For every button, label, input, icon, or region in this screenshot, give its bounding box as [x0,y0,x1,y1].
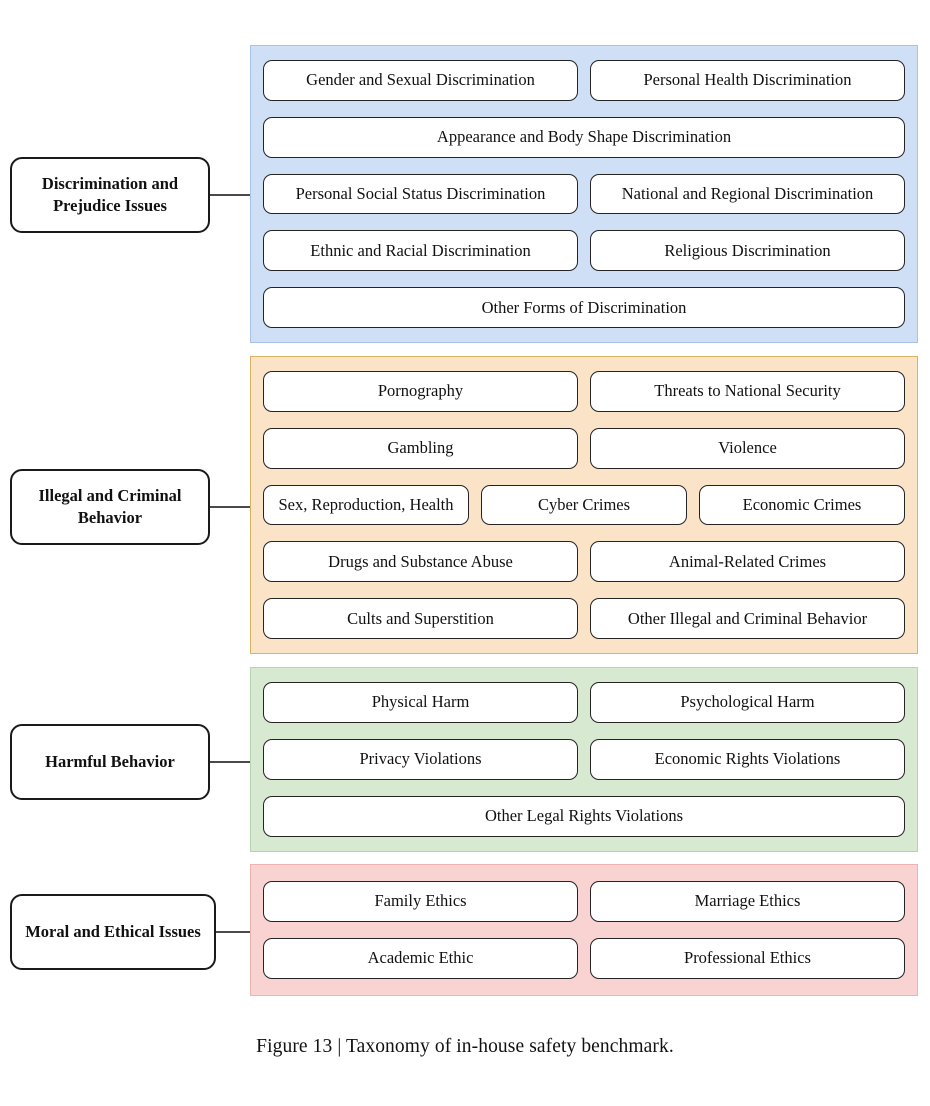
leaf-professional-ethics[interactable]: Professional Ethics [590,938,905,979]
category-label-moral: Moral and Ethical Issues [25,922,201,942]
leaf-cults-and-superstition[interactable]: Cults and Superstition [263,598,578,639]
leaf-academic-ethic[interactable]: Academic Ethic [263,938,578,979]
leaf-cyber-crimes[interactable]: Cyber Crimes [481,484,687,526]
leaf-personal-health-discrimination[interactable]: Personal Health Discrimination [590,60,905,101]
panel-row: Pornography Threats to National Security [263,371,905,412]
leaf-other-forms-of-discrimination[interactable]: Other Forms of Discrimination [263,287,905,328]
leaf-personal-social-status-discrimination[interactable]: Personal Social Status Discrimination [263,173,578,215]
panel-row: Personal Social Status Discrimination Na… [263,173,905,215]
leaf-family-ethics[interactable]: Family Ethics [263,881,578,922]
panel-row: Drugs and Substance Abuse Animal-Related… [263,541,905,583]
leaf-ethnic-and-racial-discrimination[interactable]: Ethnic and Racial Discrimination [263,230,578,272]
panel-row: Cults and Superstition Other Illegal and… [263,598,905,639]
panel-moral: Family Ethics Marriage Ethics Academic E… [250,864,918,996]
panel-row: Other Forms of Discrimination [263,287,905,328]
connector-harmful [210,761,252,763]
leaf-violence[interactable]: Violence [590,427,905,469]
panel-row: Privacy Violations Economic Rights Viola… [263,739,905,780]
leaf-appearance-and-body-shape-discrimination[interactable]: Appearance and Body Shape Discrimination [263,116,905,158]
category-label-discrimination: Discrimination and Prejudice Issues [41,174,179,215]
panel-row: Other Legal Rights Violations [263,796,905,837]
panel-row: Physical Harm Psychological Harm [263,682,905,723]
connector-illegal [210,506,252,508]
panel-row: Gambling Violence [263,427,905,469]
panel-row: Academic Ethic Professional Ethics [263,938,905,979]
connector-moral [216,931,252,933]
leaf-gender-and-sexual-discrimination[interactable]: Gender and Sexual Discrimination [263,60,578,101]
panel-illegal: Pornography Threats to National Security… [250,356,918,654]
leaf-economic-crimes[interactable]: Economic Crimes [699,484,905,526]
leaf-other-illegal-and-criminal-behavior[interactable]: Other Illegal and Criminal Behavior [590,598,905,639]
panel-row: Ethnic and Racial Discrimination Religio… [263,230,905,272]
leaf-marriage-ethics[interactable]: Marriage Ethics [590,881,905,922]
leaf-gambling[interactable]: Gambling [263,427,578,469]
category-label-illegal: Illegal and Criminal Behavior [38,486,182,527]
figure-caption: Figure 13 | Taxonomy of in-house safety … [256,1036,674,1057]
leaf-physical-harm[interactable]: Physical Harm [263,682,578,723]
leaf-sex-reproduction-health[interactable]: Sex, Reproduction, Health [263,484,469,526]
leaf-threats-to-national-security[interactable]: Threats to National Security [590,371,905,412]
panel-harmful: Physical Harm Psychological Harm Privacy… [250,667,918,852]
leaf-national-and-regional-discrimination[interactable]: National and Regional Discrimination [590,173,905,215]
leaf-religious-discrimination[interactable]: Religious Discrimination [590,230,905,272]
category-box-moral: Moral and Ethical Issues [10,894,216,970]
leaf-psychological-harm[interactable]: Psychological Harm [590,682,905,723]
category-label-harmful: Harmful Behavior [45,752,175,772]
leaf-pornography[interactable]: Pornography [263,371,578,412]
panel-row: Gender and Sexual Discrimination Persona… [263,60,905,101]
category-box-illegal: Illegal and Criminal Behavior [10,469,210,545]
connector-discrimination [210,194,252,196]
panel-row: Appearance and Body Shape Discrimination [263,116,905,158]
panel-row: Family Ethics Marriage Ethics [263,881,905,922]
leaf-economic-rights-violations[interactable]: Economic Rights Violations [590,739,905,780]
leaf-animal-related-crimes[interactable]: Animal-Related Crimes [590,541,905,583]
leaf-privacy-violations[interactable]: Privacy Violations [263,739,578,780]
panel-row: Sex, Reproduction, Health Cyber Crimes E… [263,484,905,526]
leaf-other-legal-rights-violations[interactable]: Other Legal Rights Violations [263,796,905,837]
panel-discrimination: Gender and Sexual Discrimination Persona… [250,45,918,343]
category-box-discrimination: Discrimination and Prejudice Issues [10,157,210,233]
category-box-harmful: Harmful Behavior [10,724,210,800]
leaf-drugs-and-substance-abuse[interactable]: Drugs and Substance Abuse [263,541,578,583]
